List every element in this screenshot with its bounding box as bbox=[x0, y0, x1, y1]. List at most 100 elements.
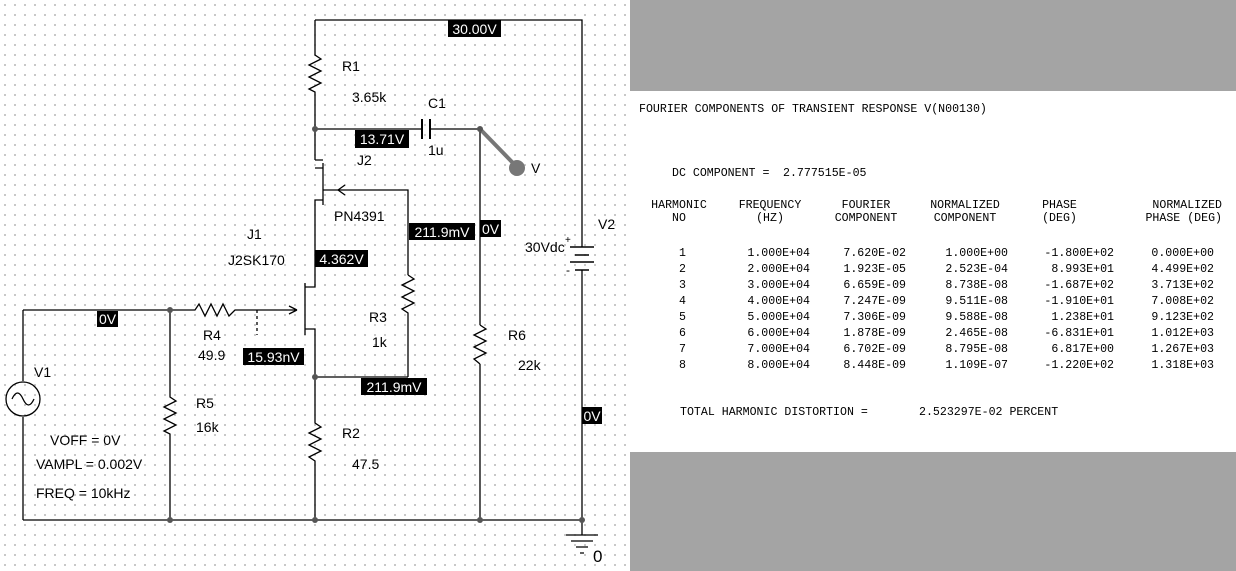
voltage-box-input bbox=[97, 311, 118, 327]
table-cell: 6.702E-09 bbox=[843, 343, 906, 356]
voltage-drain: 13.71V bbox=[360, 131, 405, 147]
table-cell: -1.800E+02 bbox=[1044, 247, 1114, 260]
table-cell: 1.000E+00 bbox=[945, 247, 1008, 260]
table-cell: 1.267E+03 bbox=[1151, 343, 1214, 356]
v2-minus: - bbox=[566, 263, 570, 277]
battery-v2[interactable] bbox=[570, 246, 594, 271]
table-cell: 4.499E+02 bbox=[1151, 263, 1214, 276]
table-cell: 7.000E+04 bbox=[747, 343, 810, 356]
label-j2: J2 bbox=[357, 152, 372, 168]
table-cell: 7.620E-02 bbox=[843, 247, 906, 260]
label-r2: R2 bbox=[342, 425, 360, 441]
resistor-r4[interactable] bbox=[23, 302, 265, 318]
table-cell: -1.220E+02 bbox=[1044, 359, 1114, 372]
table-row-harmonic: 2 bbox=[679, 263, 686, 276]
table-cell: 7.008E+02 bbox=[1151, 295, 1214, 308]
source-v1[interactable] bbox=[5, 381, 41, 417]
wire-bottom-rail bbox=[23, 519, 583, 535]
capacitor-c1[interactable] bbox=[421, 119, 431, 139]
wire-top-rail bbox=[315, 19, 583, 230]
table-cell: 9.123E+02 bbox=[1151, 311, 1214, 324]
voltage-box-output bbox=[480, 220, 501, 237]
label-v2: V2 bbox=[598, 216, 615, 232]
table-cell: 9.588E-08 bbox=[945, 311, 1008, 324]
voltage-box-j1-drain bbox=[315, 250, 368, 267]
table-cell: 1.238E+01 bbox=[1051, 311, 1114, 324]
resistor-r1[interactable] bbox=[307, 20, 323, 160]
table-row-harmonic: 7 bbox=[679, 343, 686, 356]
voltage-box-top bbox=[448, 20, 501, 37]
ground-label: 0 bbox=[593, 547, 602, 566]
jfet-j2[interactable] bbox=[314, 159, 409, 275]
label-r6: R6 bbox=[508, 327, 526, 343]
value-r2: 47.5 bbox=[352, 456, 379, 472]
table-cell: 0.000E+00 bbox=[1151, 247, 1214, 260]
value-r1: 3.65k bbox=[352, 89, 387, 105]
j1-gate-arrow bbox=[265, 305, 298, 315]
resistor-r3[interactable] bbox=[400, 274, 416, 377]
output-frame-top bbox=[630, 0, 1236, 91]
label-r5: R5 bbox=[196, 395, 214, 411]
voltage-gate: 15.93nV bbox=[247, 349, 300, 365]
voltage-box-ground bbox=[582, 407, 602, 424]
probe-icon[interactable] bbox=[509, 160, 525, 176]
table-cell: 4.000E+04 bbox=[747, 295, 810, 308]
label-r1: R1 bbox=[342, 58, 360, 74]
j2-gate-arrow bbox=[337, 184, 346, 196]
thd-value: 2.523297E-02 PERCENT bbox=[919, 406, 1059, 419]
table-cell: -6.831E+01 bbox=[1044, 327, 1114, 340]
table-cell: 1.878E-09 bbox=[843, 327, 906, 340]
table-row-harmonic: 4 bbox=[679, 295, 686, 308]
voltage-box-drain bbox=[355, 130, 409, 148]
table-row-harmonic: 1 bbox=[679, 247, 686, 260]
table-cell: 1.109E-07 bbox=[945, 359, 1008, 372]
v1-freq: FREQ = 10kHz bbox=[36, 485, 131, 501]
value-c1: 1u bbox=[428, 142, 444, 158]
table-cell: 3.000E+04 bbox=[747, 279, 810, 292]
fourier-output-panel: FOURIER COMPONENTS OF TRANSIENT RESPONSE… bbox=[630, 91, 1236, 452]
junction-dots bbox=[167, 126, 585, 523]
label-r4: R4 bbox=[203, 327, 221, 343]
resistor-r5[interactable] bbox=[162, 310, 178, 520]
label-r3: R3 bbox=[369, 309, 387, 325]
table-cell: 2.465E-08 bbox=[945, 327, 1008, 340]
table-cell: 1.000E+04 bbox=[747, 247, 810, 260]
resistor-r6[interactable] bbox=[472, 324, 488, 365]
table-cell: 1.318E+03 bbox=[1151, 359, 1214, 372]
voltage-j1-drain: 4.362V bbox=[319, 251, 364, 267]
jfet-j1[interactable] bbox=[304, 245, 316, 377]
v2-plus: + bbox=[565, 235, 571, 246]
voltage-r3-top: 211.9mV bbox=[415, 224, 471, 240]
table-cell: -1.910E+01 bbox=[1044, 295, 1114, 308]
table-row-harmonic: 3 bbox=[679, 279, 686, 292]
table-cell: 1.012E+03 bbox=[1151, 327, 1214, 340]
table-cell: 8.000E+04 bbox=[747, 359, 810, 372]
table-row-harmonic: 8 bbox=[679, 359, 686, 372]
voltage-input: 0V bbox=[99, 311, 117, 327]
thd-label: TOTAL HARMONIC DISTORTION = bbox=[680, 406, 868, 419]
ground-icon bbox=[566, 534, 598, 554]
table-row-harmonic: 5 bbox=[679, 311, 686, 324]
table-cell: 6.659E-09 bbox=[843, 279, 906, 292]
voltage-box-gate bbox=[243, 348, 304, 365]
table-cell: -1.687E+02 bbox=[1044, 279, 1114, 292]
table-cell: 2.523E-04 bbox=[945, 263, 1008, 276]
table-cell: 8.795E-08 bbox=[945, 343, 1008, 356]
table-cell: 7.247E-09 bbox=[843, 295, 906, 308]
table-cell: 7.306E-09 bbox=[843, 311, 906, 324]
value-r3: 1k bbox=[372, 334, 388, 350]
schematic-canvas[interactable]: R1 3.65k C1 1u J2 PN4391 J1 J2SK170 R3 1… bbox=[0, 0, 630, 571]
voltage-output: 0V bbox=[482, 221, 500, 237]
value-j1: J2SK170 bbox=[228, 252, 285, 268]
table-cell: 8.993E+01 bbox=[1051, 263, 1114, 276]
resistor-r2[interactable] bbox=[307, 376, 408, 520]
table-cell: 8.448E-09 bbox=[843, 359, 906, 372]
schematic-drawing: R1 3.65k C1 1u J2 PN4391 J1 J2SK170 R3 1… bbox=[5, 19, 615, 566]
table-row-harmonic: 6 bbox=[679, 327, 686, 340]
table-cell: 6.817E+00 bbox=[1051, 343, 1114, 356]
header-frequency: FREQUENCY(HZ) bbox=[738, 199, 802, 225]
table-cell: 8.738E-08 bbox=[945, 279, 1008, 292]
